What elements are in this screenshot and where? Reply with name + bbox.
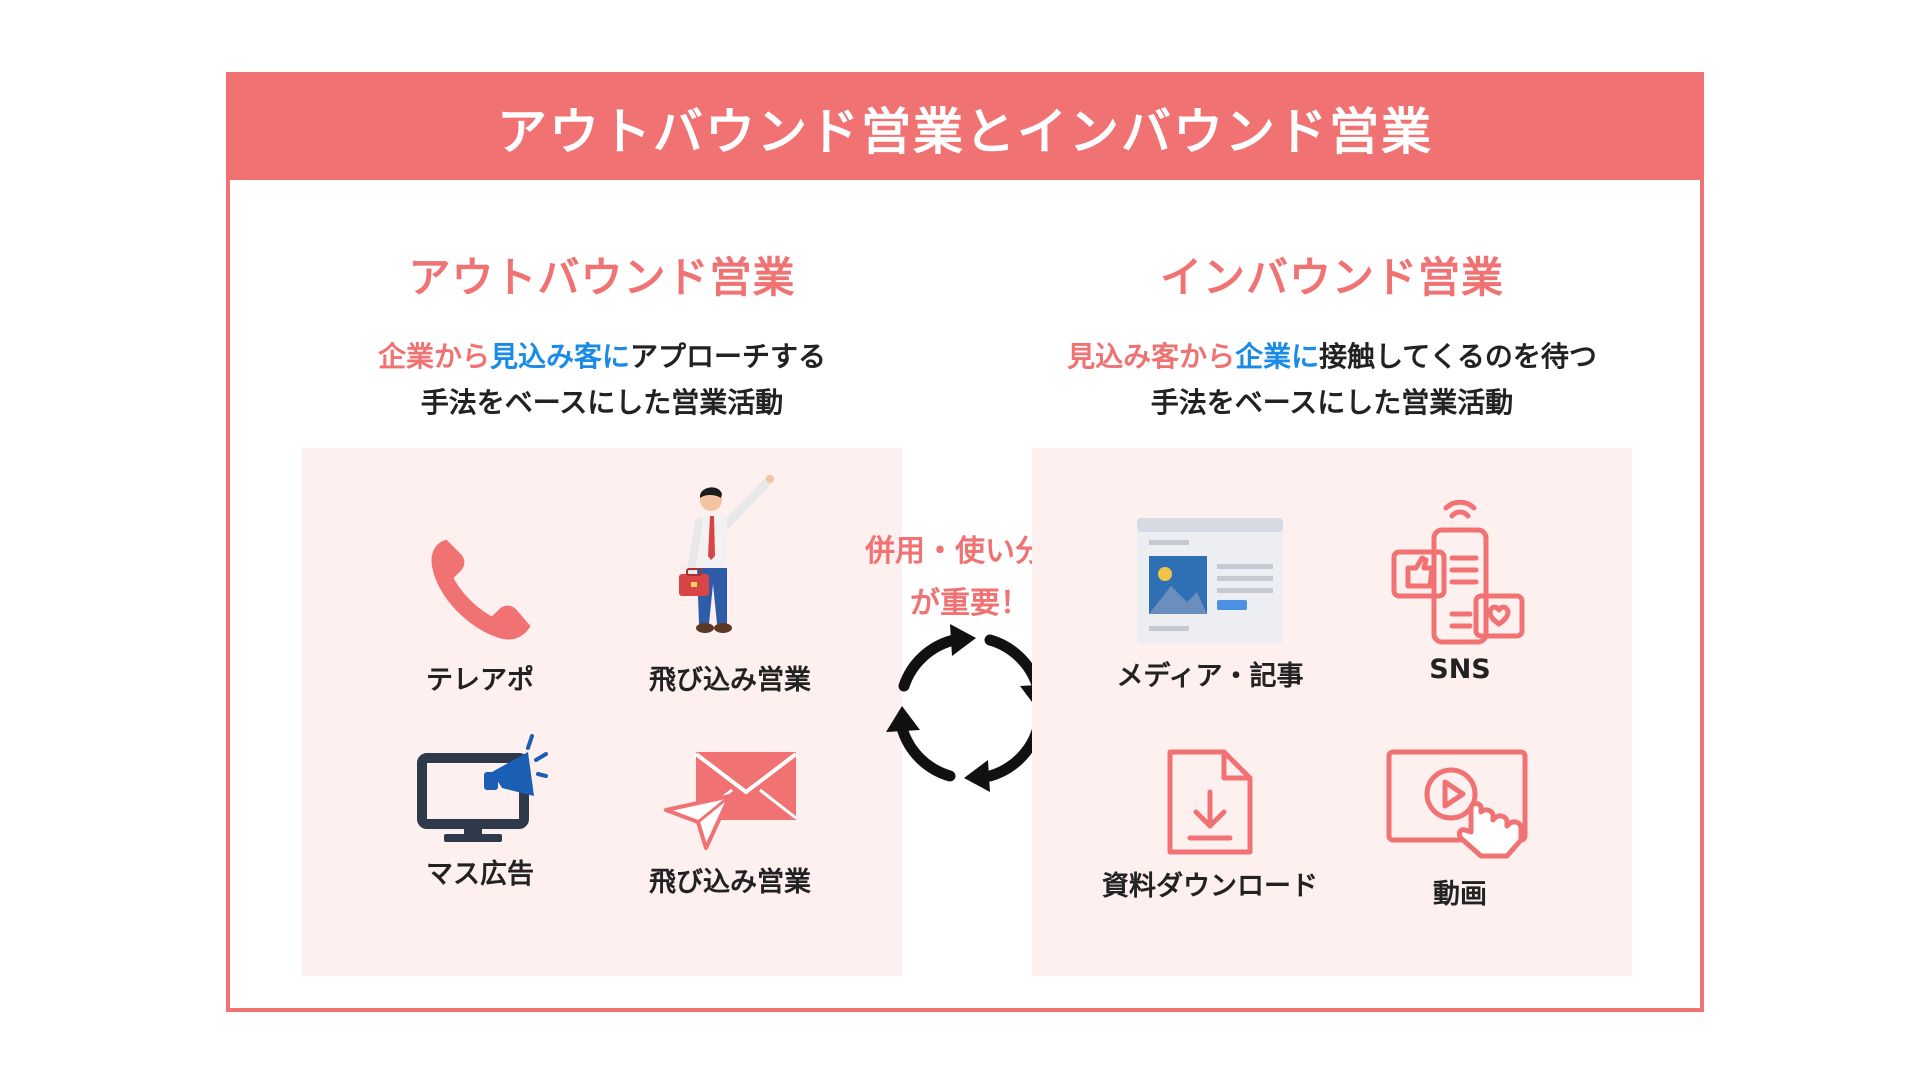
title-bar: アウトバウンド営業とインバウンド営業 bbox=[230, 76, 1700, 180]
outbound-description: 企業から見込み客にアプローチする 手法をベースにした営業活動 bbox=[252, 334, 952, 426]
item-label: 動画 bbox=[1433, 879, 1487, 910]
item-label: 資料ダウンロード bbox=[1102, 871, 1318, 902]
outbound-title: アウトバウンド営業 bbox=[408, 253, 796, 302]
inbound-panel: メディア・記事 SNS bbox=[1032, 448, 1632, 976]
main-title: アウトバウンド営業とインバウンド営業 bbox=[497, 103, 1433, 161]
monitor-megaphone-icon bbox=[417, 734, 548, 842]
inbound-item-video: 動画 bbox=[1340, 748, 1580, 911]
outbound-item-door-to-door: 飛び込み営業 bbox=[610, 474, 850, 697]
inbound-title: インバウンド営業 bbox=[1159, 253, 1504, 302]
inbound-desc-rest: 接触してくるのを待つ bbox=[1319, 340, 1597, 373]
outbound-desc-to: 見込み客に bbox=[489, 340, 630, 373]
outbound-item-telapo: テレアポ bbox=[360, 530, 600, 697]
document-download-icon bbox=[1167, 749, 1253, 855]
video-play-icon bbox=[1386, 749, 1528, 859]
businessman-icon bbox=[679, 475, 774, 633]
center-note-line2: が重要！ bbox=[910, 586, 1030, 621]
item-label: メディア・記事 bbox=[1116, 661, 1304, 692]
mail-send-icon bbox=[664, 752, 798, 850]
inbound-desc-line1: 見込み客から企業に接触してくるのを待つ bbox=[982, 334, 1682, 380]
outbound-item-mass-ad: マス広告 bbox=[360, 734, 600, 891]
item-label: マス広告 bbox=[426, 859, 534, 890]
phone-icon bbox=[431, 539, 531, 640]
inbound-desc-line2: 手法をベースにした営業活動 bbox=[1150, 386, 1514, 419]
sns-icon bbox=[1391, 499, 1525, 645]
web-article-icon bbox=[1137, 518, 1283, 644]
outbound-desc-from: 企業から bbox=[377, 340, 490, 373]
item-label: SNS bbox=[1429, 654, 1491, 685]
item-label: 飛び込み営業 bbox=[649, 665, 811, 696]
outbound-desc-rest: アプローチする bbox=[630, 340, 827, 373]
outbound-item-mail: 飛び込み営業 bbox=[610, 748, 850, 899]
inbound-item-download: 資料ダウンロード bbox=[1090, 748, 1330, 903]
inbound-desc-to: 企業に bbox=[1235, 340, 1320, 373]
outbound-panel: テレアポ bbox=[302, 448, 902, 976]
inbound-desc-from: 見込み客から bbox=[1067, 340, 1236, 373]
diagram-frame: アウトバウンド営業とインバウンド営業 アウトバウンド営業 企業から見込み客にアプ… bbox=[226, 72, 1704, 1012]
outbound-desc-line1: 企業から見込み客にアプローチする bbox=[252, 334, 952, 380]
item-label: 飛び込み営業 bbox=[649, 867, 811, 898]
item-label: テレアポ bbox=[426, 665, 534, 696]
inbound-item-sns: SNS bbox=[1340, 494, 1580, 685]
outbound-desc-line2: 手法をベースにした営業活動 bbox=[420, 386, 784, 419]
inbound-item-media: メディア・記事 bbox=[1090, 516, 1330, 693]
inbound-description: 見込み客から企業に接触してくるのを待つ 手法をベースにした営業活動 bbox=[982, 334, 1682, 426]
